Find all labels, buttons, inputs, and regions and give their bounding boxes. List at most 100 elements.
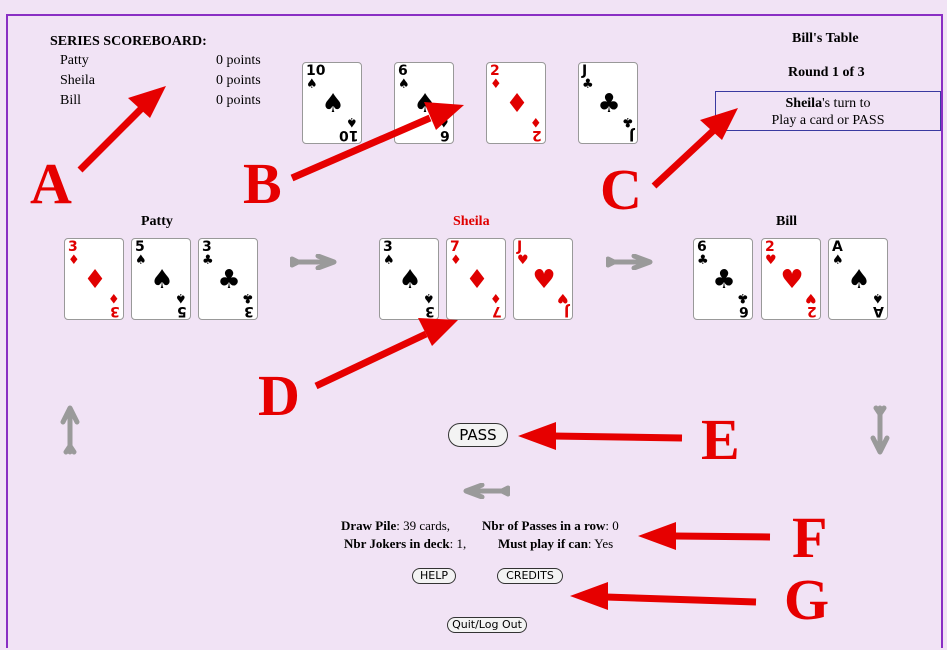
draw-pile-value: : 39 cards, [396,518,451,533]
jokers-label: Nbr Jokers in deck [344,536,450,551]
must-play-label: Must play if can [498,536,588,551]
playing-card[interactable]: 3♦♦♦3 [64,238,124,320]
card-center-suit-icon: ♣ [597,89,621,119]
turn-player-name: Sheila [785,96,823,111]
passes-label: Nbr of Passes in a row [482,518,606,533]
quit-logout-button[interactable]: Quit/Log Out [447,617,527,633]
game-frame [6,14,943,648]
card-rank: 10 [306,63,326,79]
scoreboard-player-points: 0 points [216,93,261,108]
card-suit-icon: ♥ [765,253,777,268]
card-center-suit-icon: ♥ [532,265,556,295]
scoreboard-title: SERIES SCOREBOARD: [50,34,207,49]
playing-card[interactable]: 3♣♣♣3 [198,238,258,320]
annotation-arrow-f [673,532,771,541]
direction-left-arrow-icon [463,483,510,499]
direction-up-arrow-icon [60,405,80,455]
card-rank: 3 [383,239,393,255]
direction-right-arrow-icon [290,254,337,270]
annotation-letter-e: E [701,407,740,472]
card-center-suit-icon: ♥ [780,265,804,295]
card-suit-icon: ♥ [517,253,529,268]
annotation-arrow-d [314,330,428,390]
card-center-suit-icon: ♠ [398,265,422,295]
annotation-arrow-c [651,127,717,189]
draw-pile-label: Draw Pile [341,518,397,533]
playing-card[interactable]: 6♣♣♣6 [693,238,753,320]
card-suit-icon: ♣ [582,77,594,92]
card-center-suit-icon: ♠ [847,265,871,295]
help-button[interactable]: HELP [412,568,456,584]
card-center-suit-icon: ♦ [505,89,529,119]
jokers-value: : 1, [449,536,467,551]
card-rank: 6 [697,239,707,255]
turn-suffix: 's turn to [822,96,871,111]
turn-status-box: Sheila's turn to Play a card or PASS [715,91,941,131]
card-suit-icon: ♠ [832,253,844,268]
playing-card[interactable]: 2♦♦♦2 [486,62,546,144]
card-center-suit-icon: ♦ [465,265,489,295]
playing-card[interactable]: 10♠♠♠10 [302,62,362,144]
annotation-letter-f: F [792,505,828,570]
annotation-letter-g: G [784,567,830,632]
annotation-arrow-a-head [128,86,166,118]
must-play-value: : Yes [587,536,614,551]
card-center-suit-icon: ♠ [150,265,174,295]
card-rank: 2 [490,63,500,79]
direction-right-arrow-icon [606,254,653,270]
annotation-arrow-g-head [570,582,608,610]
scoreboard-player-points: 0 points [216,73,261,88]
card-center-suit-icon: ♦ [83,265,107,295]
card-rank: 5 [135,239,145,255]
card-suit-icon: ♠ [135,253,147,268]
player-label-bill: Bill [776,214,798,229]
card-suit-icon: ♠ [398,77,410,92]
annotation-arrow-c-head [700,108,738,140]
card-rank: A [832,239,843,255]
playing-card[interactable]: 7♦♦♦7 [446,238,506,320]
playing-card[interactable]: 3♠♠♠3 [379,238,439,320]
card-rank: J [517,239,523,255]
annotation-arrow-e-head [518,422,556,450]
card-center-suit-icon: ♣ [217,265,241,295]
card-suit-icon: ♣ [697,253,709,268]
player-label-patty: Patty [141,214,173,229]
scoreboard-player-name: Sheila [60,73,95,88]
card-center-suit-icon: ♣ [712,265,736,295]
card-suit-icon: ♦ [68,253,80,268]
card-suit-icon: ♦ [490,77,502,92]
table-name: Bill's Table [792,31,859,46]
card-suit-icon: ♠ [383,253,395,268]
card-suit-icon: ♣ [202,253,214,268]
annotation-letter-b: B [243,151,282,216]
playing-card[interactable]: A♠♠♠A [828,238,888,320]
card-suit-icon: ♦ [450,253,462,268]
card-center-suit-icon: ♠ [321,89,345,119]
card-rank: 2 [765,239,775,255]
card-suit-icon: ♠ [306,77,318,92]
annotation-arrow-f-head [638,522,676,550]
annotation-arrow-g [605,593,757,606]
playing-card[interactable]: J♥♥♥J [513,238,573,320]
annotation-arrow-a [77,101,149,173]
draw-pile-stat: Draw Pile: 39 cards, [341,518,450,534]
scoreboard-player-name: Bill [60,93,82,108]
must-play-stat: Must play if can: Yes [498,536,613,552]
turn-action-text: Play a card or PASS [771,113,885,128]
annotation-arrow-e [551,432,683,442]
passes-value: : 0 [605,518,619,533]
card-rank: 7 [450,239,460,255]
annotation-letter-a: A [30,151,72,216]
passes-stat: Nbr of Passes in a row: 0 [482,518,619,534]
playing-card[interactable]: 2♥♥♥2 [761,238,821,320]
credits-button[interactable]: CREDITS [497,568,563,584]
card-rank: 3 [202,239,212,255]
pass-button[interactable]: PASS [448,423,508,447]
round-indicator: Round 1 of 3 [788,65,865,80]
playing-card[interactable]: J♣♣♣J [578,62,638,144]
annotation-arrow-b [290,114,432,182]
card-rank: J [582,63,588,79]
playing-card[interactable]: 5♠♠♠5 [131,238,191,320]
annotation-letter-d: D [258,363,300,428]
